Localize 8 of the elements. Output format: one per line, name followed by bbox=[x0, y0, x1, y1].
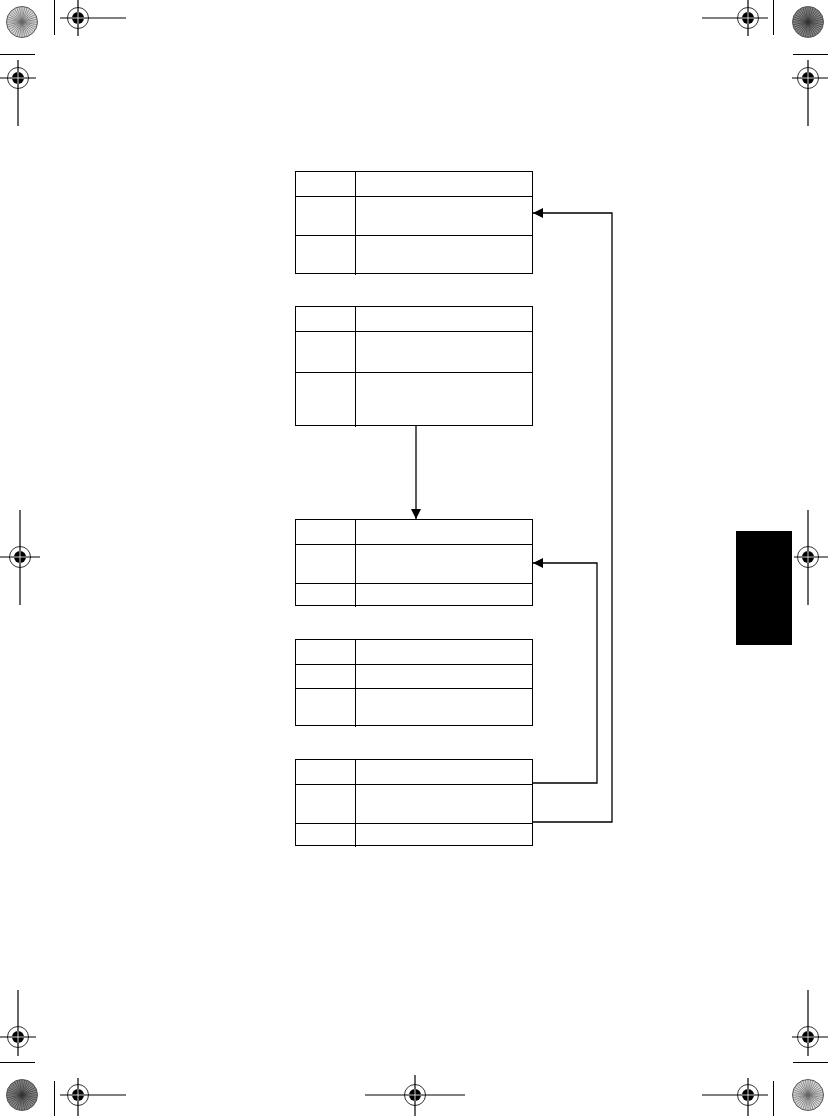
empty-table bbox=[295, 519, 533, 606]
empty-table bbox=[295, 171, 533, 274]
arrow bbox=[532, 208, 613, 823]
empty-table bbox=[295, 639, 533, 726]
arrow bbox=[532, 558, 598, 784]
empty-table bbox=[295, 306, 533, 426]
arrow bbox=[411, 425, 421, 520]
empty-table bbox=[295, 759, 533, 846]
